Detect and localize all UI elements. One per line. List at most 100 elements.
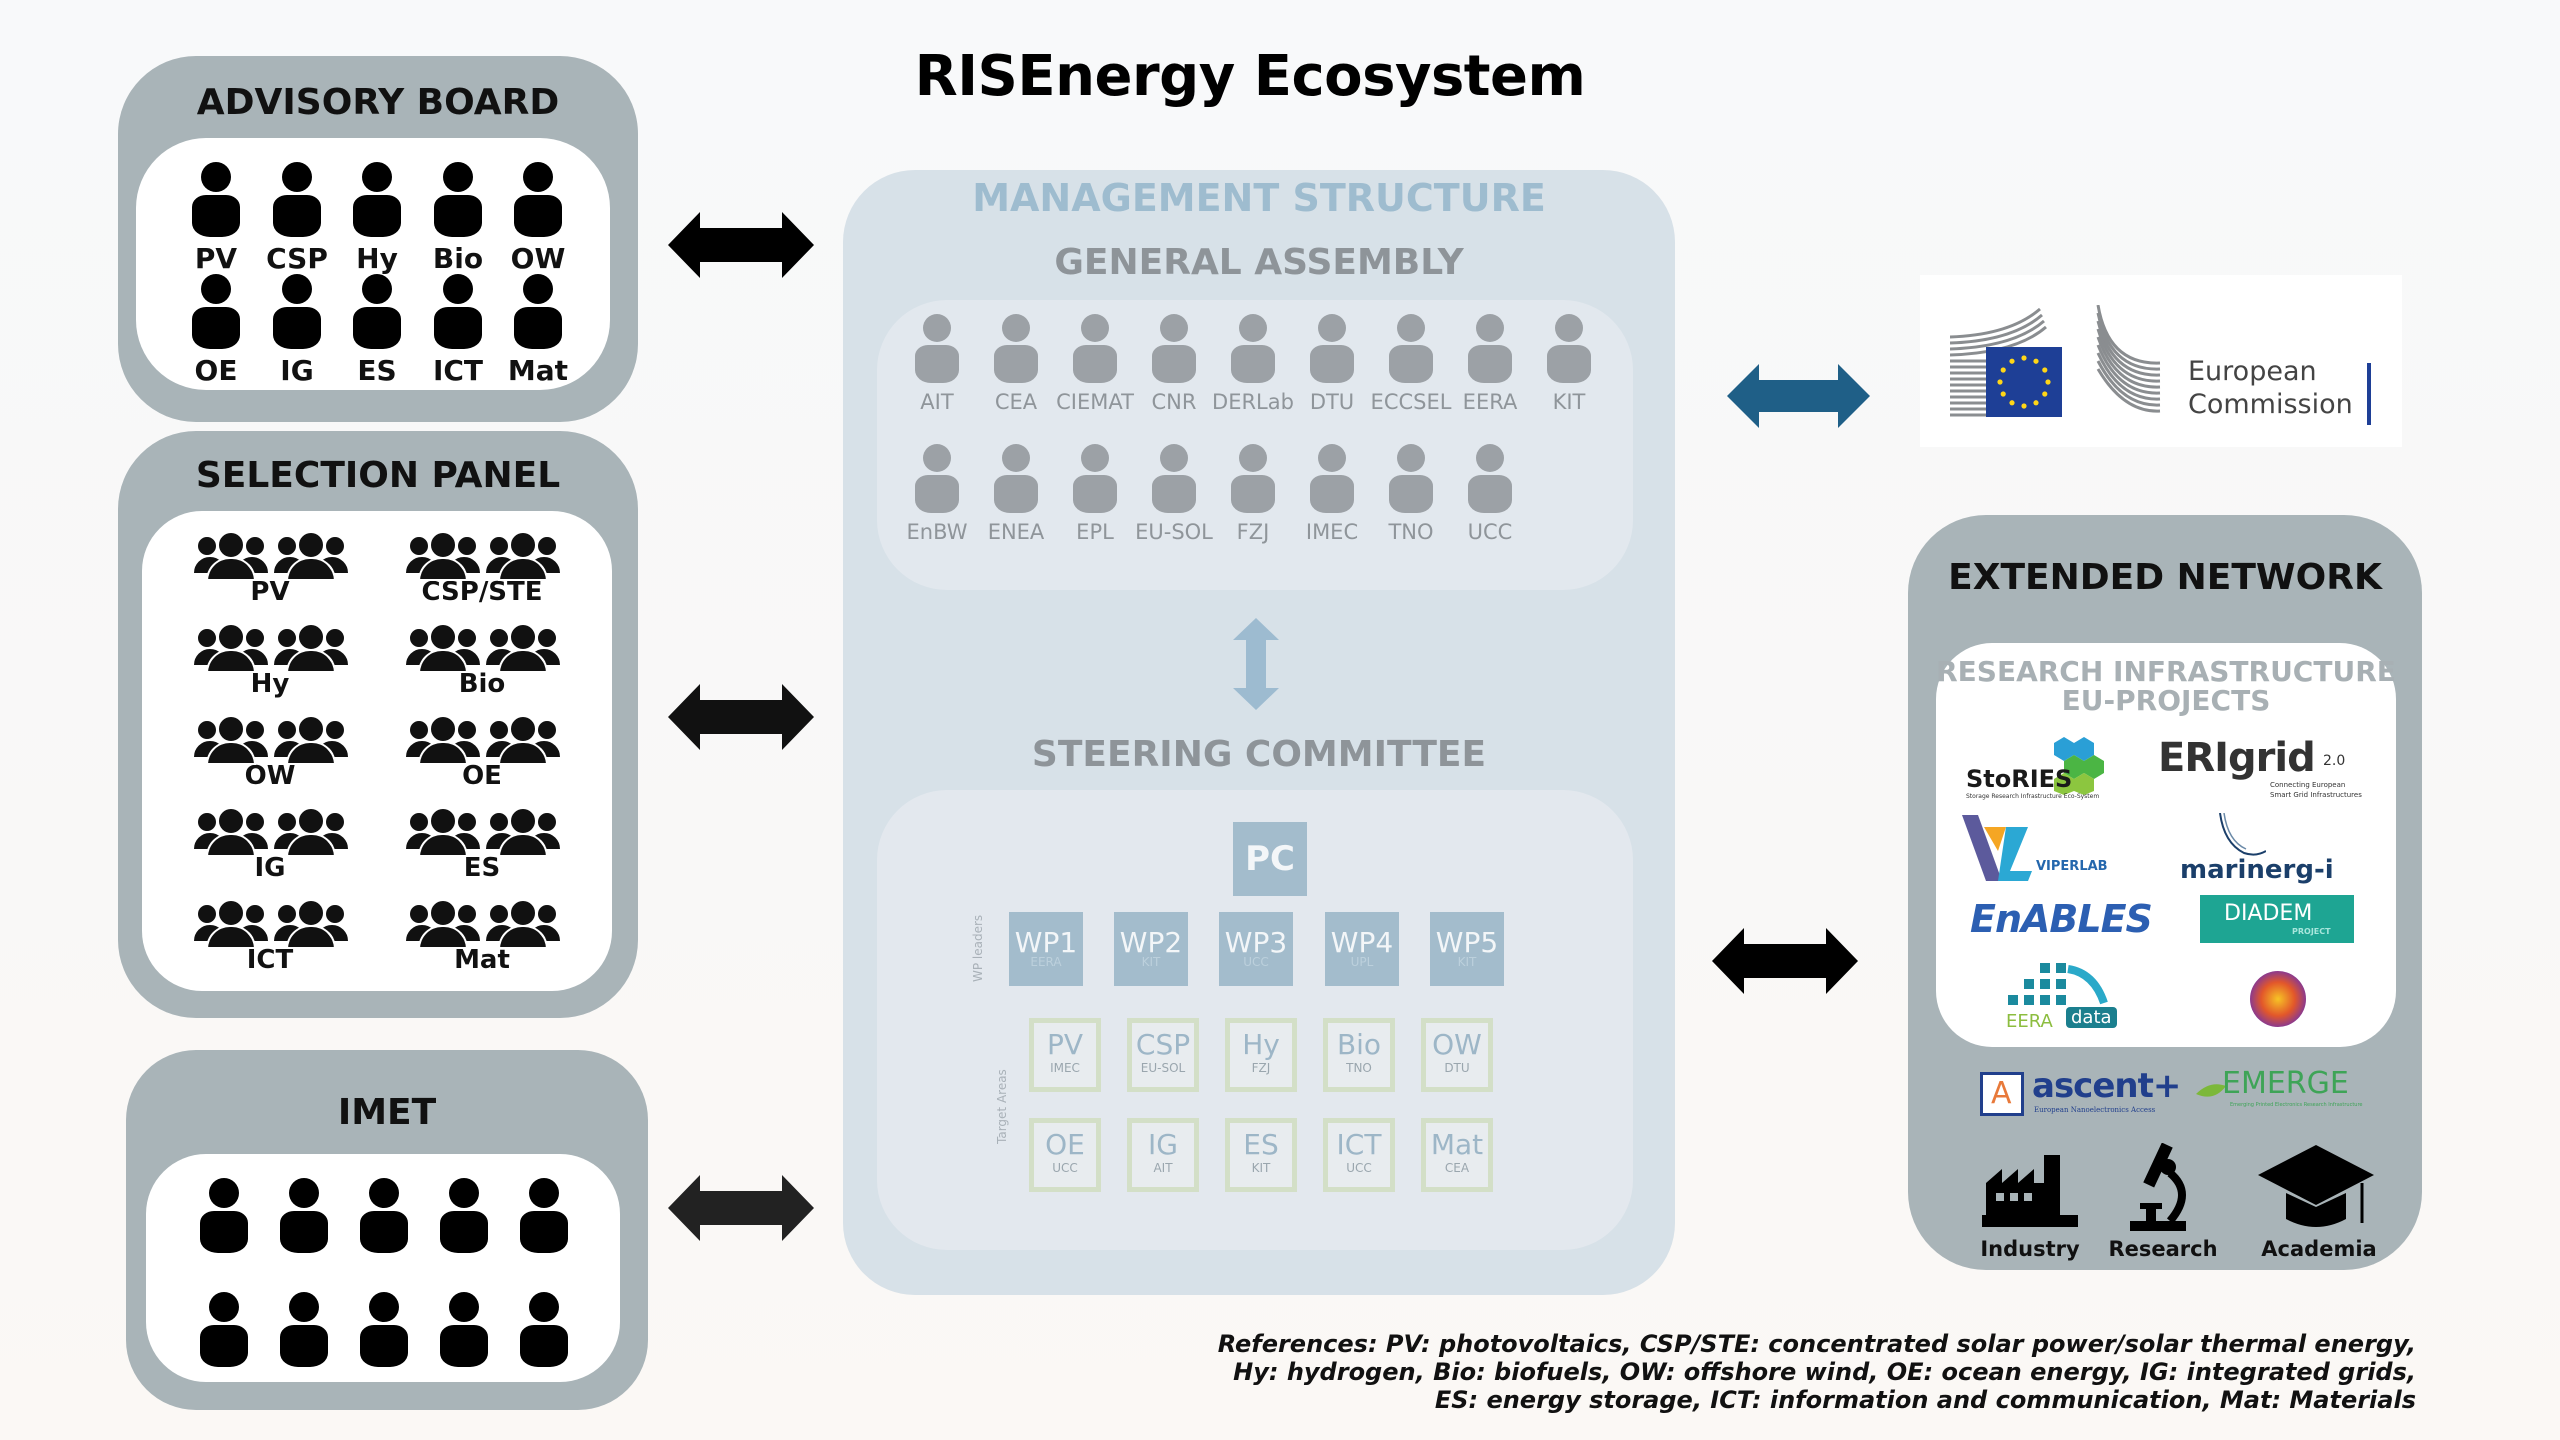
- imet-members: [146, 1154, 620, 1382]
- advisory-member-label: CSP: [266, 242, 328, 275]
- target-area-lead: IMEC: [1050, 1061, 1080, 1075]
- wp-name: WP1: [1014, 926, 1078, 959]
- group-people-icon: [272, 807, 350, 857]
- ga-member-label: KIT: [1552, 390, 1586, 414]
- target-area-lead: AIT: [1153, 1161, 1173, 1175]
- general-assembly-title: GENERAL ASSEMBLY: [1054, 242, 1464, 283]
- emerge-logo[interactable]: EMERGE Emerging Printed Electronics Rese…: [2196, 1066, 2376, 1116]
- ga-member-icon: [1307, 444, 1357, 514]
- eu-star-icon: [2009, 400, 2015, 406]
- group-people-icon: [192, 807, 270, 857]
- vertical-double-arrow: [1233, 618, 1279, 710]
- viperlab-logo[interactable]: VIPERLAB: [1962, 815, 2122, 885]
- selection-group: OE: [404, 715, 564, 791]
- eera-data-name-2: data: [2066, 1007, 2117, 1028]
- eu-star-icon: [2009, 358, 2015, 364]
- target-area-name: ICT: [1336, 1128, 1382, 1161]
- erigrid-logo[interactable]: ERIgrid 2.0 Connecting European Smart Gr…: [2158, 731, 2362, 809]
- eu-star-icon: [2021, 403, 2027, 409]
- selection-group-label: OE: [462, 761, 502, 791]
- wp-lead: UPL: [1350, 955, 1374, 969]
- erigrid-name: ERIgrid: [2158, 735, 2316, 781]
- ga-member-label: CNR: [1151, 390, 1197, 414]
- stories-logo[interactable]: StoRIES Storage Research Infrastructure …: [1966, 735, 2126, 805]
- ec-name-line2: Commission: [2188, 389, 2353, 420]
- enables-name: EnABLES: [1970, 897, 2153, 941]
- sfera-globe-icon: [2250, 971, 2306, 1027]
- advisory-member-label: OW: [510, 242, 566, 275]
- research-label: Research: [2108, 1237, 2218, 1261]
- eera-data-logo[interactable]: EERA data: [2006, 963, 2126, 1043]
- wp-leaders-label: WP leaders: [971, 914, 985, 982]
- ascent-plus-logo[interactable]: A ascent+ European Nanoelectronics Acces…: [1980, 1066, 2181, 1120]
- person-icon: [198, 1178, 250, 1254]
- eu-star-icon: [2021, 355, 2027, 361]
- european-commission-logo: European Commission: [1920, 275, 2402, 447]
- extended-network-panel: EXTENDED NETWORK RESEARCH INFRASTRUCTURE…: [1908, 515, 2422, 1270]
- person-icon: [278, 1292, 330, 1368]
- ga-member-icon: [1544, 314, 1594, 384]
- group-people-icon: [272, 531, 350, 581]
- enables-logo[interactable]: EnABLES: [1970, 897, 2170, 947]
- ga-member-label: TNO: [1388, 520, 1434, 544]
- target-area-lead: KIT: [1251, 1161, 1271, 1175]
- diadem-logo[interactable]: DIADEM PROJECT: [2200, 895, 2354, 943]
- eu-star-icon: [2042, 367, 2048, 373]
- target-area-lead: EU-SOL: [1140, 1061, 1186, 1075]
- emerge-leaf-icon: [2196, 1084, 2226, 1097]
- ec-building-icon: [1950, 305, 2161, 417]
- target-area-name: Bio: [1336, 1028, 1382, 1061]
- selection-panel-title: SELECTION PANEL: [195, 455, 561, 496]
- pc-label: PC: [1245, 839, 1295, 879]
- person-icon: [518, 1178, 570, 1254]
- ga-member-icon: [1070, 444, 1120, 514]
- ga-member-icon: [1307, 314, 1357, 384]
- ga-member-icon: [1465, 314, 1515, 384]
- group-people-icon: [484, 531, 562, 581]
- target-area-name: OW: [1432, 1028, 1482, 1061]
- ga-member-label: AIT: [920, 390, 954, 414]
- eu-star-icon: [2000, 391, 2006, 397]
- ga-member-label: DTU: [1309, 390, 1355, 414]
- wp-name: WP4: [1330, 926, 1394, 959]
- sfera-logo[interactable]: [2206, 969, 2346, 1039]
- ga-member-icon: [1149, 444, 1199, 514]
- industry-icon: [1982, 1155, 2078, 1227]
- advisory-member-label: PV: [194, 242, 238, 275]
- selection-group: PV: [192, 531, 352, 607]
- steering-committee-title: STEERING COMMITTEE: [1031, 734, 1487, 775]
- selection-group-label: Bio: [458, 669, 506, 699]
- target-area-name: Hy: [1242, 1028, 1280, 1061]
- group-people-icon: [484, 899, 562, 949]
- group-people-icon: [484, 807, 562, 857]
- advisory-member-label: OE: [194, 354, 238, 387]
- ga-member-label: FZJ: [1236, 520, 1270, 544]
- ascent-tagline: European Nanoelectronics Access: [2034, 1106, 2156, 1114]
- target-area-lead: UCC: [1052, 1161, 1078, 1175]
- person-icon: [432, 274, 484, 350]
- management-structure-title: MANAGEMENT STRUCTURE: [972, 176, 1546, 220]
- wp-lead: KIT: [1457, 955, 1477, 969]
- advisory-board-title: ADVISORY BOARD: [196, 82, 560, 123]
- advisory-member-label: Hy: [356, 242, 398, 275]
- ga-member-icon: [1386, 314, 1436, 384]
- double-arrow-selection-management: [668, 684, 814, 750]
- marinerg-logo[interactable]: marinerg-i: [2176, 813, 2336, 887]
- selection-group: IG: [192, 807, 352, 883]
- group-people-icon: [404, 531, 482, 581]
- target-area-lead: TNO: [1346, 1061, 1372, 1075]
- research-infrastructure-title: RESEARCH INFRASTRUCTURE EU-PROJECTS: [1936, 657, 2396, 715]
- ga-member-label: IMEC: [1305, 520, 1359, 544]
- group-people-icon: [404, 899, 482, 949]
- selection-group-label: ICT: [246, 945, 294, 975]
